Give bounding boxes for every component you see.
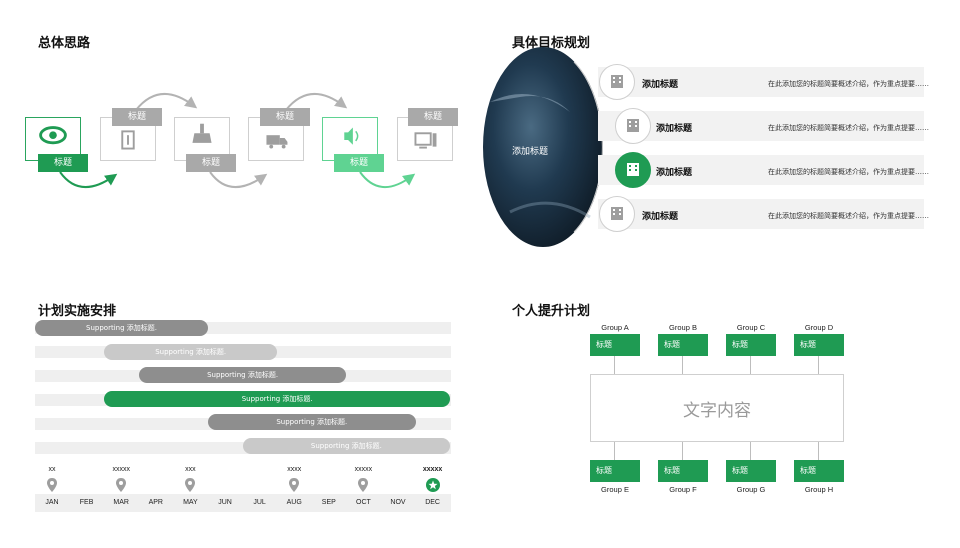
goal-row-3-bg xyxy=(598,155,924,185)
goal-title-1: 添加标题 xyxy=(642,80,679,90)
building-icon xyxy=(599,64,635,100)
wave-image xyxy=(470,42,603,254)
step-label-5: 标题 xyxy=(334,154,384,172)
step-label-4: 标题 xyxy=(260,108,310,126)
building-icon xyxy=(615,108,651,144)
computer-icon xyxy=(414,132,437,149)
arrow-3 xyxy=(209,171,268,189)
group-box-f: 标题 xyxy=(658,460,708,482)
schedule-bar: Supporting 添加标题. xyxy=(208,414,416,431)
speaker-icon xyxy=(344,127,359,145)
location-pin-icon xyxy=(173,477,207,493)
month-label: DEC xyxy=(425,499,440,506)
group-name-e: Group E xyxy=(601,485,629,494)
connector xyxy=(750,442,751,460)
connector xyxy=(614,442,615,460)
month-label: FEB xyxy=(79,499,94,506)
arrow-5 xyxy=(359,171,416,189)
milestone-label: xx xyxy=(48,466,56,473)
group-box-b: 标题 xyxy=(658,334,708,356)
arrow-4 xyxy=(285,92,348,111)
group-name-b: Group B xyxy=(669,323,697,332)
goal-desc-4: 在此添加您的标题简要概述介绍，作为重点提要…… xyxy=(768,212,929,220)
step-label-1: 标题 xyxy=(38,154,88,172)
goal-title-2: 添加标题 xyxy=(656,124,693,134)
section-title-goals: 具体目标规划 xyxy=(512,36,591,51)
goal-title-3: 添加标题 xyxy=(656,168,693,178)
group-name-c: Group C xyxy=(736,323,766,332)
goal-desc-3: 在此添加您的标题简要概述介绍，作为重点提要…… xyxy=(768,168,929,176)
arrow-2 xyxy=(135,92,198,111)
group-name-g: Group G xyxy=(736,485,766,494)
goal-desc-2: 在此添加您的标题简要概述介绍，作为重点提要…… xyxy=(768,124,929,132)
connector xyxy=(818,442,819,460)
month-axis-bg xyxy=(35,494,451,512)
month-label: SEP xyxy=(321,499,336,506)
section-title-schedule: 计划实施安排 xyxy=(38,304,117,319)
goal-row-4-bg xyxy=(598,199,924,229)
step-label-6: 标题 xyxy=(408,108,458,126)
step-label-3: 标题 xyxy=(186,154,236,172)
connector xyxy=(614,356,615,374)
schedule-bar: Supporting 添加标题. xyxy=(138,367,347,384)
connector xyxy=(682,442,683,460)
schedule-bar: Supporting 添加标题. xyxy=(104,390,451,407)
image-caption: 添加标题 xyxy=(512,147,549,157)
broom-icon xyxy=(192,123,212,143)
group-name-f: Group F xyxy=(669,485,697,494)
month-label: APR xyxy=(148,499,163,506)
schedule-bar: Supporting 添加标题. xyxy=(104,343,278,360)
goal-title-4: 添加标题 xyxy=(642,212,679,222)
goal-desc-1: 在此添加您的标题简要概述介绍，作为重点提要…… xyxy=(768,80,929,88)
milestone-label: xxx xyxy=(185,466,196,473)
building-icon xyxy=(599,196,635,232)
group-box-e: 标题 xyxy=(590,460,640,482)
group-name-d: Group D xyxy=(804,323,834,332)
month-label: NOV xyxy=(390,499,406,506)
schedule-bar: Supporting 添加标题. xyxy=(242,438,451,454)
step-label-2: 标题 xyxy=(112,108,162,126)
center-content-box xyxy=(590,374,844,442)
month-label: JUL xyxy=(253,499,266,506)
month-label: AUG xyxy=(286,499,302,506)
schedule-bar: Supporting 添加标题. xyxy=(35,320,208,336)
goal-row-2-bg xyxy=(598,111,924,141)
group-box-g: 标题 xyxy=(726,460,776,482)
center-content-text: 文字内容 xyxy=(683,401,751,421)
connector xyxy=(818,356,819,374)
arrow-1 xyxy=(59,171,118,189)
group-box-c: 标题 xyxy=(726,334,776,356)
group-name-a: Group A xyxy=(601,323,629,332)
step-box-1 xyxy=(25,117,81,161)
connector xyxy=(682,356,683,374)
month-label: MAY xyxy=(183,499,198,506)
goal-row-1-bg xyxy=(598,67,924,97)
star-pin-icon xyxy=(416,477,450,493)
group-name-h: Group H xyxy=(804,485,834,494)
milestone-label: xxxxx xyxy=(112,466,130,473)
month-label: JUN xyxy=(218,499,232,506)
document-icon xyxy=(121,130,135,150)
month-label: MAR xyxy=(113,499,129,506)
group-box-a: 标题 xyxy=(590,334,640,356)
location-pin-icon xyxy=(277,477,311,493)
q1-flow-arrows xyxy=(59,92,416,189)
group-box-h: 标题 xyxy=(794,460,844,482)
connector xyxy=(750,356,751,374)
location-pin-icon xyxy=(104,477,138,493)
eye-icon xyxy=(39,126,67,145)
month-label: OCT xyxy=(356,499,371,506)
section-title-overall: 总体思路 xyxy=(38,36,91,51)
section-title-growth: 个人提升计划 xyxy=(512,304,591,319)
month-label: JAN xyxy=(45,499,59,506)
milestone-label: xxxx xyxy=(287,466,302,473)
group-box-d: 标题 xyxy=(794,334,844,356)
location-pin-icon xyxy=(346,477,380,493)
location-pin-icon xyxy=(35,477,69,493)
building-icon xyxy=(615,152,651,188)
truck-icon xyxy=(266,135,288,149)
milestone-label: xxxxx xyxy=(422,466,443,473)
milestone-label: xxxxx xyxy=(354,466,373,473)
